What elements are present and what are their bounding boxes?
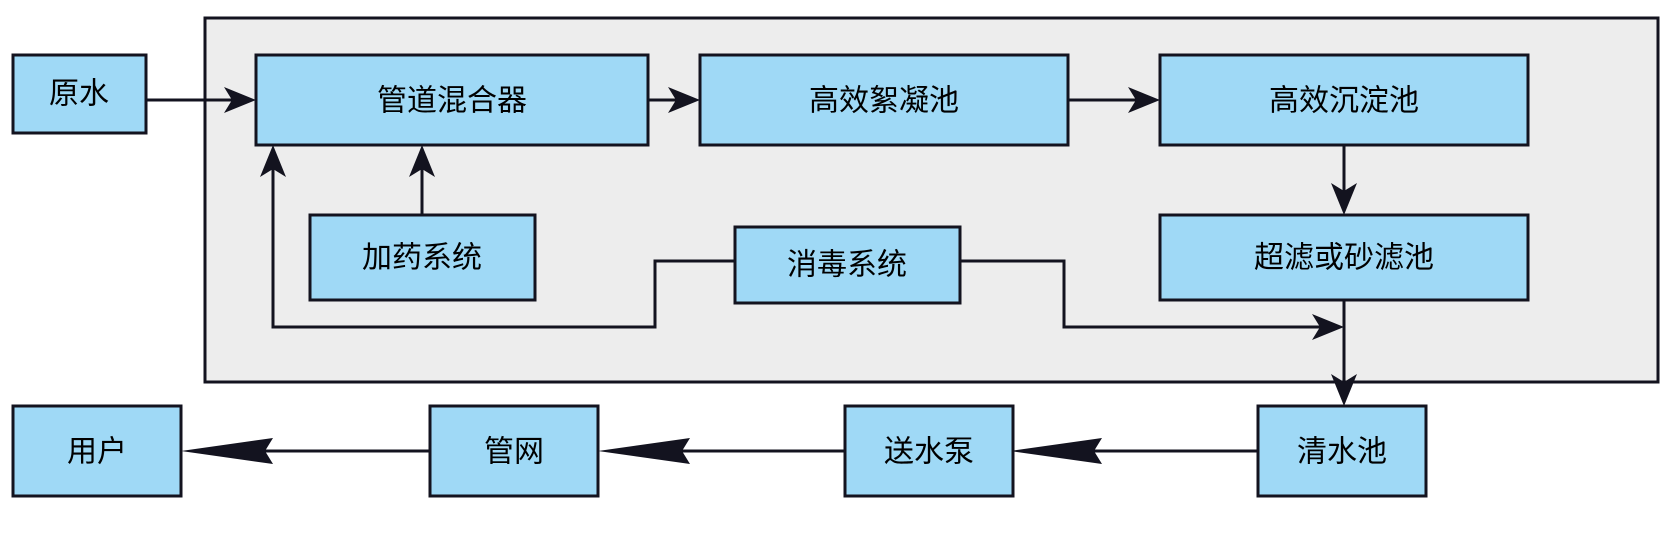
node-label-sedimentation: 高效沉淀池: [1269, 84, 1419, 119]
node-label-pipe-network: 管网: [484, 435, 544, 470]
node-disinfection[interactable]: 消毒系统: [733, 225, 962, 305]
node-raw-water[interactable]: 原水: [11, 53, 148, 135]
edge-layer-bottom: [181, 374, 1357, 464]
edge-disinfect-to-mixer: [260, 145, 735, 329]
edge-network-to-user: [181, 438, 430, 464]
edge-floc-to-sed: [1068, 87, 1160, 113]
node-label-filtration: 超滤或砂滤池: [1254, 241, 1434, 276]
edge-layer: [146, 87, 1357, 382]
node-clear-well[interactable]: 清水池: [1256, 404, 1428, 498]
node-label-clear-well: 清水池: [1297, 435, 1387, 470]
edge-clearwell-inlet-arrow: [1331, 374, 1357, 406]
node-dosing-system[interactable]: 加药系统: [308, 213, 537, 302]
node-user[interactable]: 用户: [11, 404, 183, 498]
edge-sed-to-filter: [1331, 145, 1357, 215]
node-pump[interactable]: 送水泵: [843, 404, 1015, 498]
node-label-dosing-system: 加药系统: [362, 241, 482, 276]
edge-dosing-to-mixer: [409, 145, 435, 215]
node-flocculation[interactable]: 高效絮凝池: [698, 53, 1070, 147]
edge-mixer-to-floc: [648, 87, 700, 113]
node-pipe-network[interactable]: 管网: [428, 404, 600, 498]
node-label-raw-water: 原水: [49, 77, 109, 112]
node-label-pump: 送水泵: [884, 435, 974, 470]
edge-raw-to-mixer: [146, 87, 256, 113]
node-filtration[interactable]: 超滤或砂滤池: [1158, 213, 1530, 302]
node-label-user: 用户: [67, 435, 127, 470]
edge-pump-to-network: [598, 438, 845, 464]
node-pipe-mixer[interactable]: 管道混合器: [254, 53, 650, 147]
edge-disinfect-to-filter: [960, 259, 1344, 340]
node-sedimentation[interactable]: 高效沉淀池: [1158, 53, 1530, 147]
node-label-pipe-mixer: 管道混合器: [377, 84, 527, 119]
node-label-disinfection: 消毒系统: [787, 248, 907, 283]
edge-clearwell-to-pump: [1010, 438, 1258, 464]
node-label-flocculation: 高效絮凝池: [809, 84, 959, 119]
